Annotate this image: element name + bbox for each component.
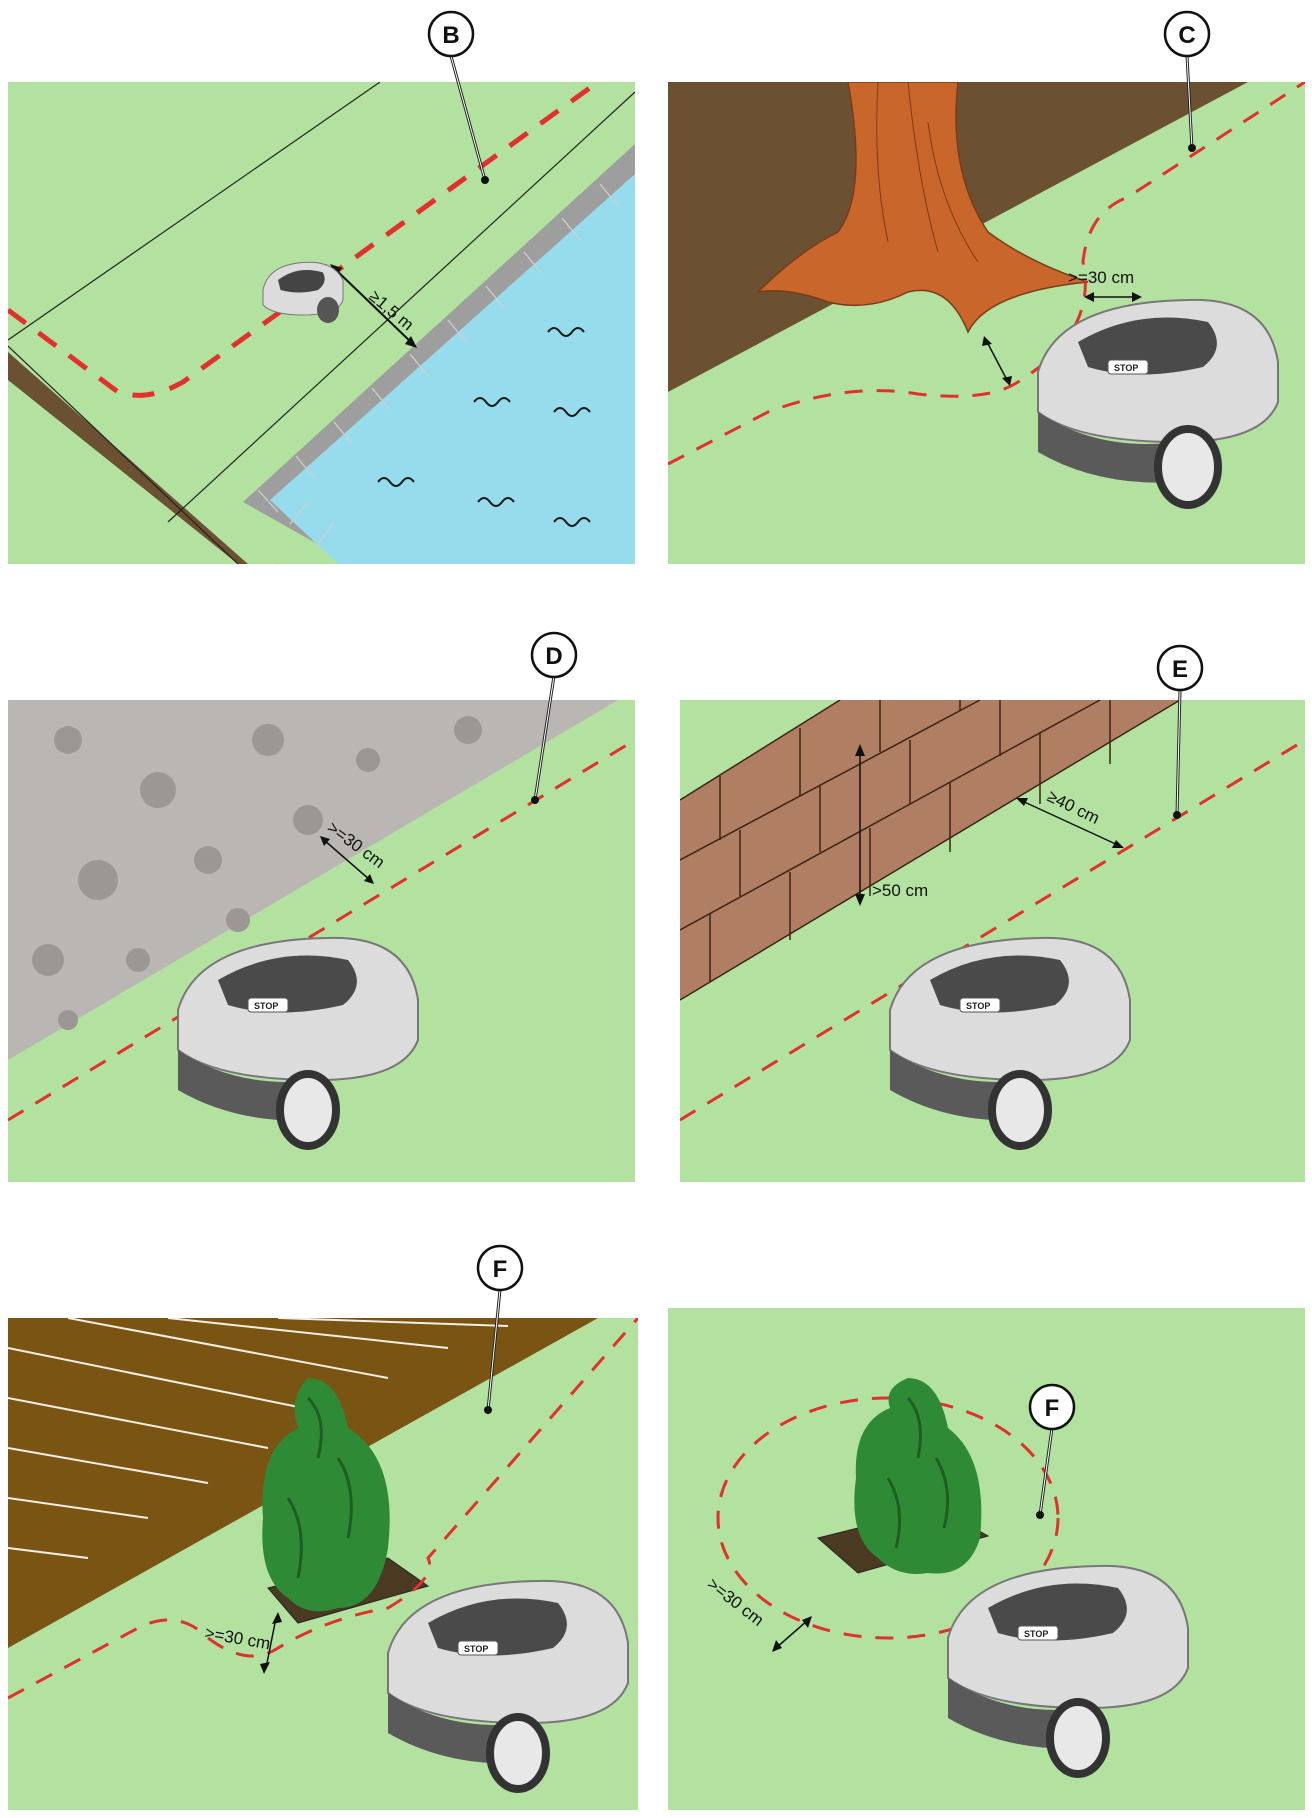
- callout-letter-d: D: [545, 643, 562, 670]
- callout-letter-b: B: [442, 22, 459, 49]
- callout-letter-e: E: [1172, 656, 1188, 683]
- callout-letter-f-island: F: [1045, 1395, 1060, 1422]
- callout-letter-f: F: [493, 1256, 508, 1283]
- callout-letter-c: C: [1178, 22, 1195, 49]
